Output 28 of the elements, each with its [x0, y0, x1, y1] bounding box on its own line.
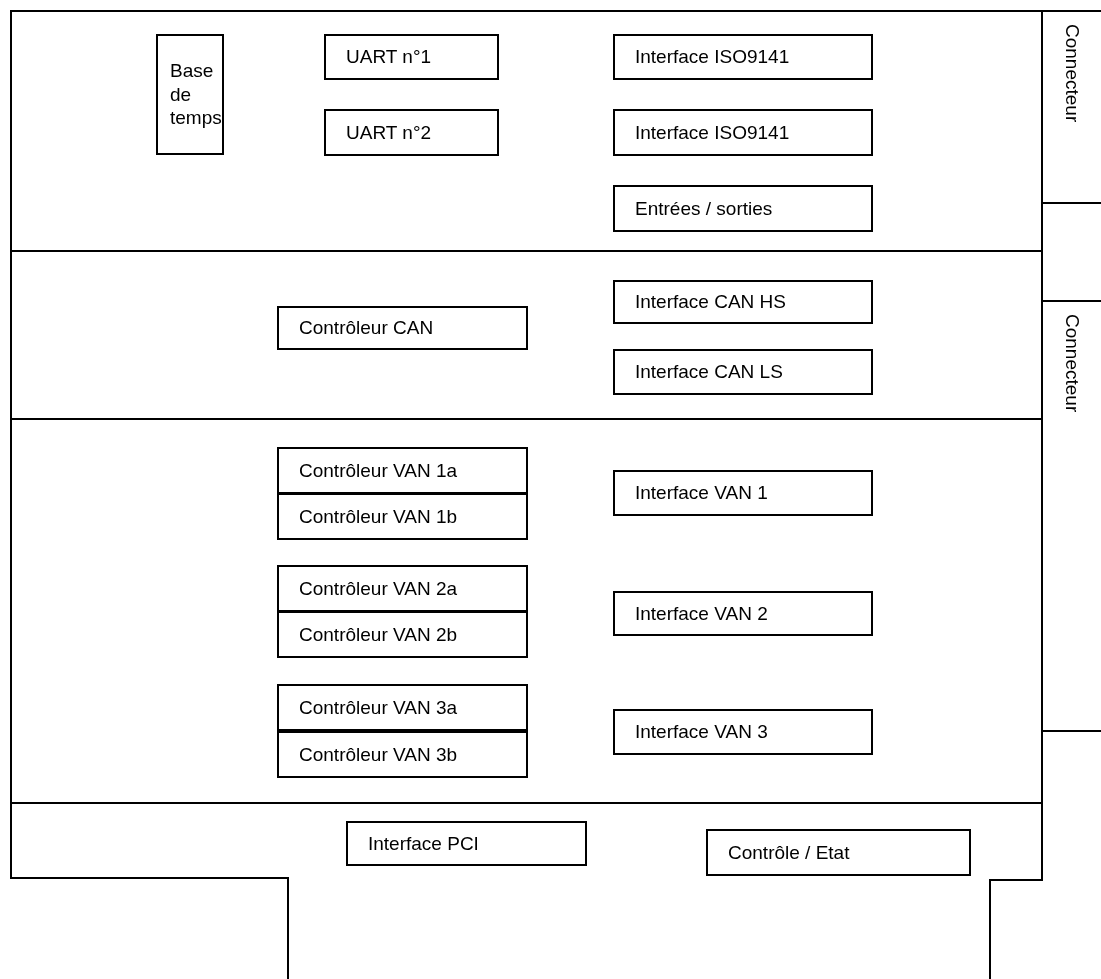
- board-section: [10, 420, 1043, 804]
- component-box: Contrôle / Etat: [706, 829, 971, 876]
- component-box: Interface CAN HS: [613, 280, 873, 324]
- component-box: Interface VAN 1: [613, 470, 873, 516]
- component-box: Contrôleur CAN: [277, 306, 528, 350]
- component-box: Interface VAN 3: [613, 709, 873, 755]
- board-section: [10, 252, 1043, 420]
- connector: [1043, 10, 1101, 204]
- component-box: Contrôleur VAN 3a: [277, 684, 528, 731]
- board-section: [10, 10, 1043, 252]
- component-box: UART n°2: [324, 109, 499, 156]
- component-box: Interface PCI: [346, 821, 587, 866]
- component-box: Entrées / sorties: [613, 185, 873, 232]
- component-box: Contrôleur VAN 2b: [277, 611, 528, 658]
- component-box: Interface CAN LS: [613, 349, 873, 395]
- connector-label: Connecteur: [1062, 313, 1082, 413]
- component-box: Contrôleur VAN 1b: [277, 493, 528, 540]
- board-section: [10, 804, 1043, 979]
- component-box: UART n°1: [324, 34, 499, 80]
- component-box: Base de temps: [156, 34, 224, 155]
- component-box: Contrôleur VAN 2a: [277, 565, 528, 612]
- component-box: Contrôleur VAN 3b: [277, 731, 528, 778]
- component-box: Interface ISO9141: [613, 34, 873, 80]
- component-box: Contrôleur VAN 1a: [277, 447, 528, 494]
- connector-label: Connecteur: [1062, 23, 1082, 123]
- connector: [1043, 300, 1101, 732]
- component-box: Interface ISO9141: [613, 109, 873, 156]
- component-box: Interface VAN 2: [613, 591, 873, 636]
